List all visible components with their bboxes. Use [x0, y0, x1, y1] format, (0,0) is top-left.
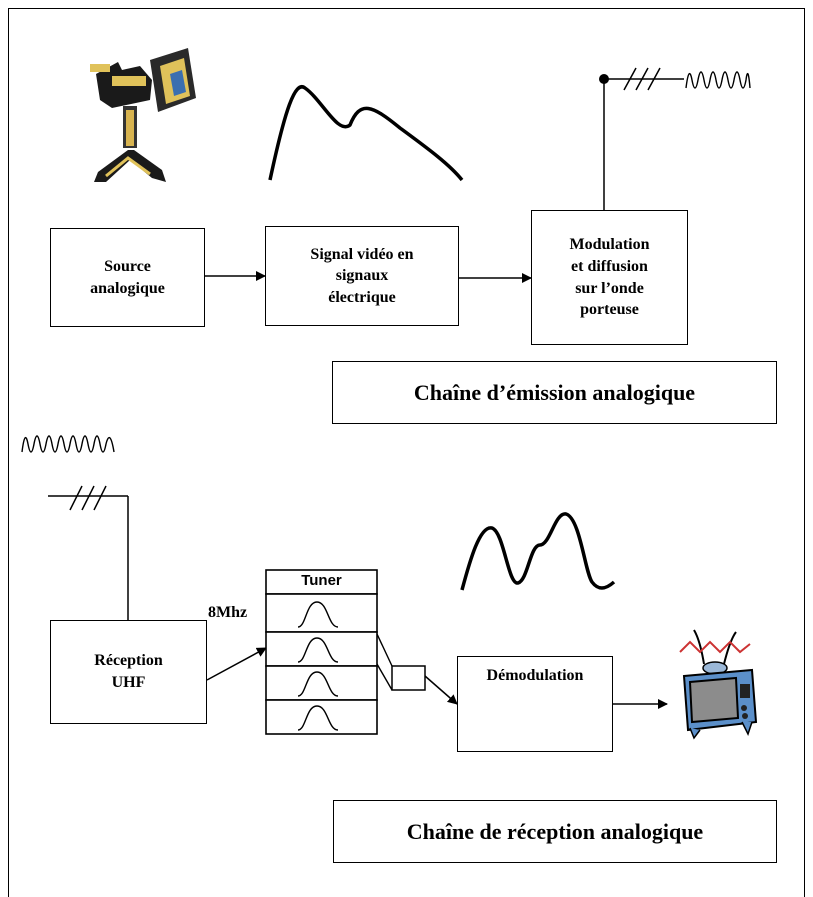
emission-caption: Chaîne d’émission analogique — [332, 361, 777, 424]
demodulation-box: Démodulation — [457, 656, 613, 752]
received-signal-wave — [460, 512, 616, 591]
tuner-label: Tuner — [301, 572, 342, 589]
source-analogique-box: Source analogique — [50, 228, 205, 327]
page-frame — [8, 8, 805, 897]
video-signal-wave — [268, 85, 464, 182]
reception-caption: Chaîne de réception analogique — [333, 800, 777, 863]
bandwidth-label: 8Mhz — [208, 604, 248, 621]
channel-selector-box — [391, 665, 426, 691]
tuner-filter-bank — [265, 569, 378, 735]
signal-video-box: Signal vidéo en signaux électrique — [265, 226, 459, 326]
reception-uhf-box: Réception UHF — [50, 620, 207, 724]
emission-antenna-icon — [599, 67, 751, 210]
reception-antenna-icon — [21, 435, 129, 620]
television-icon — [679, 629, 758, 740]
modulation-box: Modulation et diffusion sur l’onde porte… — [531, 210, 688, 345]
video-camera-icon — [90, 48, 196, 182]
